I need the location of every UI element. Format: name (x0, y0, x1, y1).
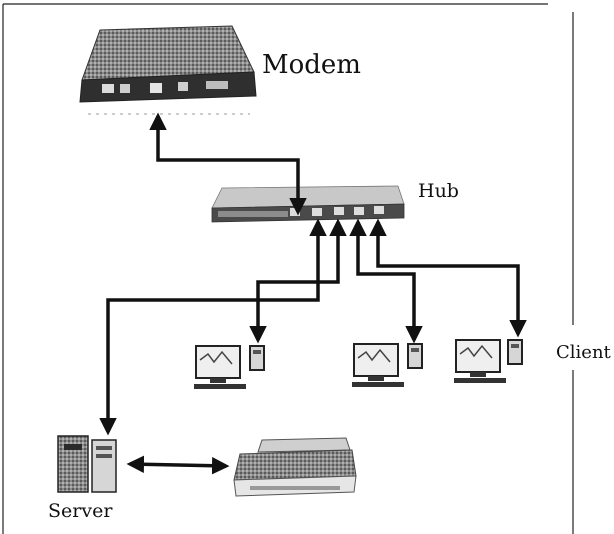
client-label: Client (556, 342, 611, 363)
hub-icon (211, 185, 405, 223)
workstation-icon (194, 345, 265, 389)
server-label: Server (48, 500, 113, 522)
workstation-icon (352, 343, 423, 387)
link-hub-server (99, 218, 327, 436)
server-tower-icon (57, 435, 117, 493)
link-hub-client-2 (349, 218, 423, 344)
hub-label: Hub (418, 180, 459, 202)
modem-icon (79, 25, 257, 115)
printer-icon (233, 437, 357, 497)
modem-label: Modem (262, 50, 361, 80)
network-links (99, 112, 527, 475)
link-hub-client-1 (249, 218, 347, 344)
link-hub-client-3 (369, 218, 527, 338)
workstation-icon (454, 339, 523, 383)
diagram-frame (2, 3, 574, 534)
link-modem-hub (149, 112, 307, 216)
link-server-printer (126, 455, 230, 475)
